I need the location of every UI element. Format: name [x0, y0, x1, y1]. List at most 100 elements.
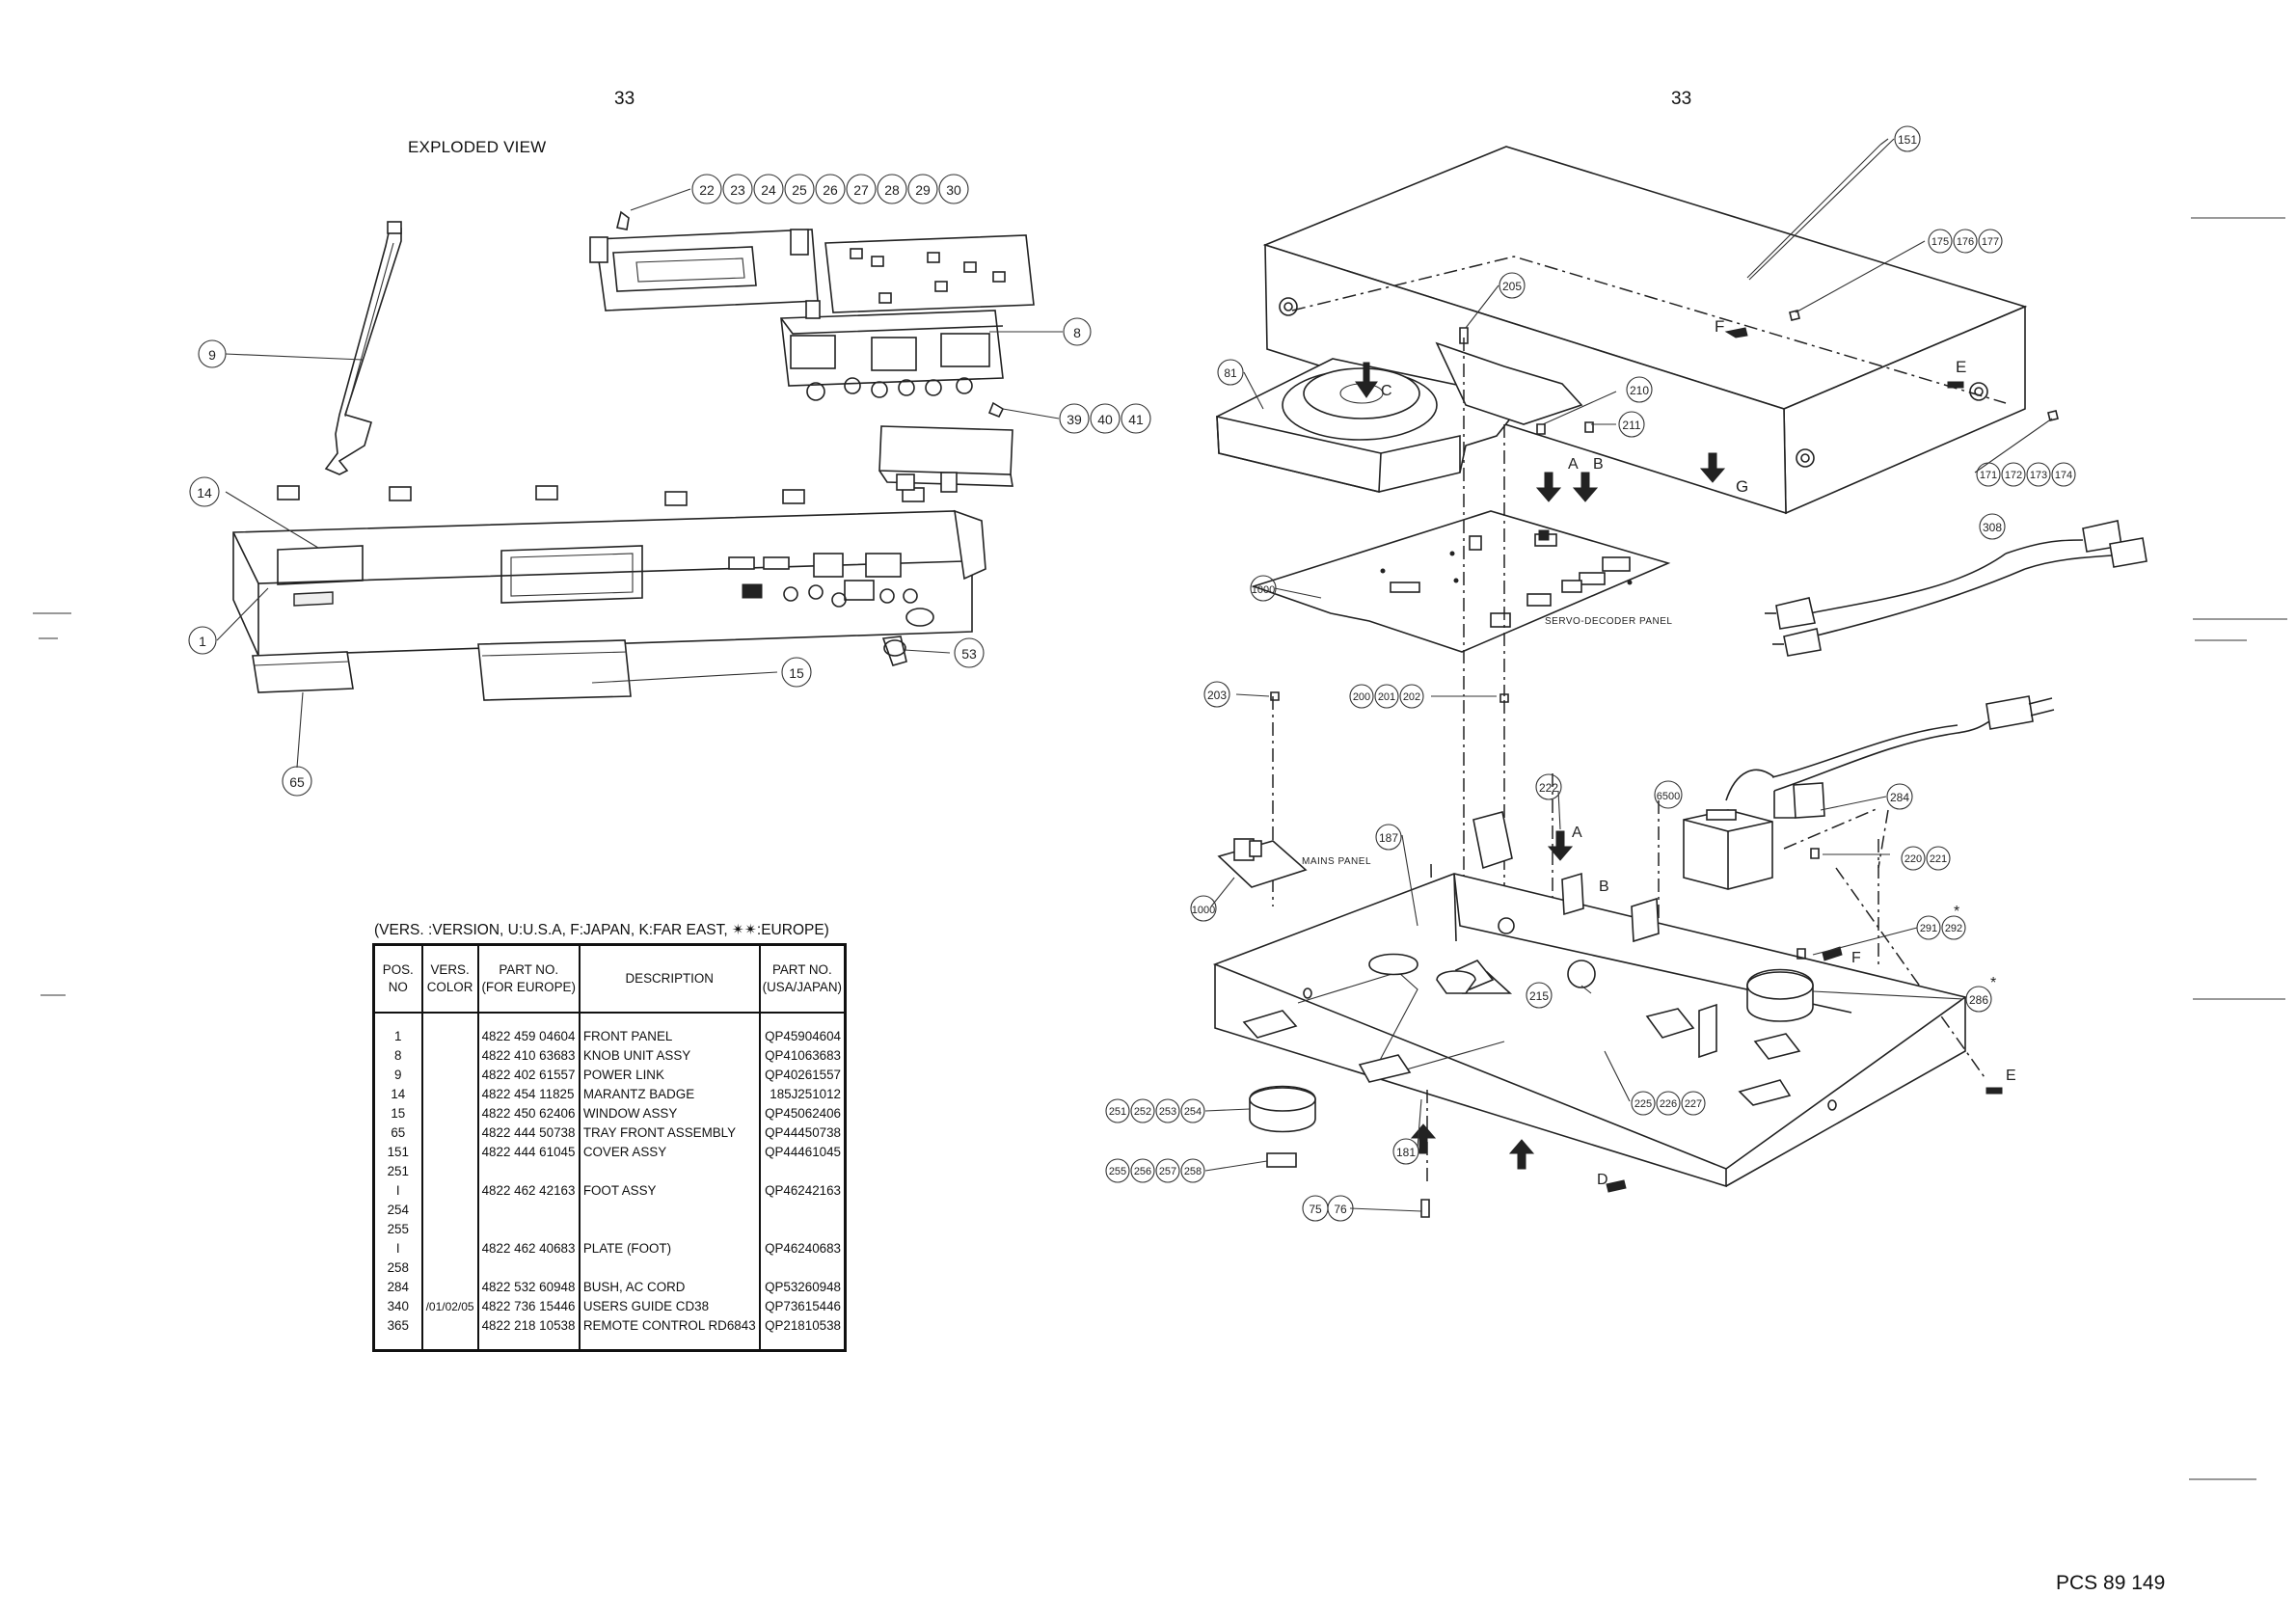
cell-pn: 4822 218 10538 [476, 1316, 581, 1351]
cell-vers [420, 1123, 479, 1143]
marker-F-top: F [1715, 317, 1724, 336]
audio-cable-part [1765, 520, 2147, 657]
callout-1000-mains: 1000 [1192, 905, 1215, 916]
callout-25: 25 [792, 182, 807, 198]
cell-desc: FOOT ASSY [578, 1181, 761, 1201]
callout-187: 187 [1379, 831, 1398, 845]
parts-table-header: POS.NO VERS.COLOR PART NO.(FOR EUROPE) D… [372, 943, 847, 1014]
direction-arrows [1410, 327, 2003, 1193]
cell-pos: 9 [372, 1066, 423, 1085]
cell-pos: 151 [372, 1143, 423, 1162]
callout-253: 253 [1159, 1106, 1176, 1118]
servo-decoder-panel-part [1251, 510, 1671, 653]
marker-B-top: B [1593, 456, 1604, 473]
cell-pu: QP46240683 [758, 1239, 847, 1258]
table-row: 255 [372, 1220, 847, 1239]
cell-pn [476, 1258, 581, 1278]
letter-markers: F E G A B C A B F E D * * [1381, 317, 2016, 1188]
parts-table: POS.NO VERS.COLOR PART NO.(FOR EUROPE) D… [372, 943, 847, 1352]
cell-vers [420, 1066, 479, 1085]
cell-vers [420, 1220, 479, 1239]
mains-panel-part [1217, 838, 1308, 888]
callout-220: 220 [1904, 853, 1922, 865]
chassis-part [1212, 811, 1967, 1188]
callout-9: 9 [208, 347, 216, 363]
right-exploded-view: 151 175 176 177 205 81 210 211 171 172 1… [1105, 125, 2147, 1222]
cell-desc: REMOTE CONTROL RD6843 [578, 1316, 761, 1351]
callout-27: 27 [853, 182, 869, 198]
cell-vers [420, 1278, 479, 1297]
header-pos: POS.NO [372, 943, 423, 1014]
cell-pn: 4822 736 15446 [476, 1297, 581, 1316]
cell-pos: I [372, 1181, 423, 1201]
cell-desc: COVER ASSY [578, 1143, 761, 1162]
cell-desc [578, 1258, 761, 1278]
cell-pu: QP73615446 [758, 1297, 847, 1316]
cell-pn [476, 1162, 581, 1181]
callout-41: 41 [1128, 412, 1144, 427]
cell-pos: 65 [372, 1123, 423, 1143]
header-part-no-europe: PART NO.(FOR EUROPE) [476, 943, 581, 1014]
transformer-part [1683, 769, 1775, 890]
cell-pn: 4822 402 61557 [476, 1066, 581, 1085]
cell-vers [420, 1162, 479, 1181]
right-leader-lines [1204, 138, 2053, 1212]
cell-vers [420, 1027, 479, 1046]
table-row: 258 [372, 1258, 847, 1278]
front-panel-part [232, 485, 986, 657]
small-board-part [878, 401, 1013, 493]
callout-227: 227 [1685, 1098, 1702, 1110]
cell-pos: 258 [372, 1258, 423, 1278]
callout-210: 210 [1630, 384, 1649, 397]
callout-286: 286 [1969, 993, 1988, 1007]
cell-desc: KNOB UNIT ASSY [578, 1046, 761, 1066]
cell-pn: 4822 450 62406 [476, 1104, 581, 1123]
cell-desc [578, 1220, 761, 1239]
callout-6500: 6500 [1657, 791, 1680, 802]
cell-pu: QP46242163 [758, 1181, 847, 1201]
callout-205: 205 [1502, 280, 1522, 293]
cell-vers [420, 1046, 479, 1066]
callout-181: 181 [1396, 1146, 1416, 1159]
window-parts [252, 639, 632, 701]
left-page-number: 33 [614, 89, 635, 109]
callout-225: 225 [1634, 1098, 1652, 1110]
callout-221: 221 [1930, 853, 1947, 865]
callout-176: 176 [1957, 236, 1974, 248]
callout-292: 292 [1945, 923, 1962, 934]
marker-F-bottom: F [1851, 950, 1861, 966]
callout-14: 14 [197, 485, 212, 500]
callout-254: 254 [1184, 1106, 1202, 1118]
callout-175: 175 [1931, 236, 1949, 248]
cell-pu: QP44450738 [758, 1123, 847, 1143]
callout-257: 257 [1159, 1166, 1176, 1177]
header-description: DESCRIPTION [578, 943, 761, 1014]
header-part-no-usa-japan: PART NO.(USA/JAPAN) [758, 943, 847, 1014]
knob-unit-part [780, 300, 1004, 401]
cell-pu: QP53260948 [758, 1278, 847, 1297]
callout-29: 29 [915, 182, 931, 198]
cell-pos: 14 [372, 1085, 423, 1104]
cell-pn [476, 1201, 581, 1220]
callout-22: 22 [699, 182, 715, 198]
servo-decoder-panel-label: SERVO-DECODER PANEL [1545, 616, 1673, 627]
callout-177: 177 [1982, 236, 1999, 248]
cell-pn: 4822 454 11825 [476, 1085, 581, 1104]
callout-256: 256 [1134, 1166, 1151, 1177]
cell-desc: MARANTZ BADGE [578, 1085, 761, 1104]
callout-202: 202 [1403, 691, 1420, 703]
cell-pu: 185J251012 [758, 1085, 847, 1104]
cell-pos: 284 [372, 1278, 423, 1297]
mains-panel-label: MAINS PANEL [1302, 856, 1371, 867]
callout-203: 203 [1207, 689, 1227, 702]
cell-desc: POWER LINK [578, 1066, 761, 1085]
callout-200: 200 [1353, 691, 1370, 703]
